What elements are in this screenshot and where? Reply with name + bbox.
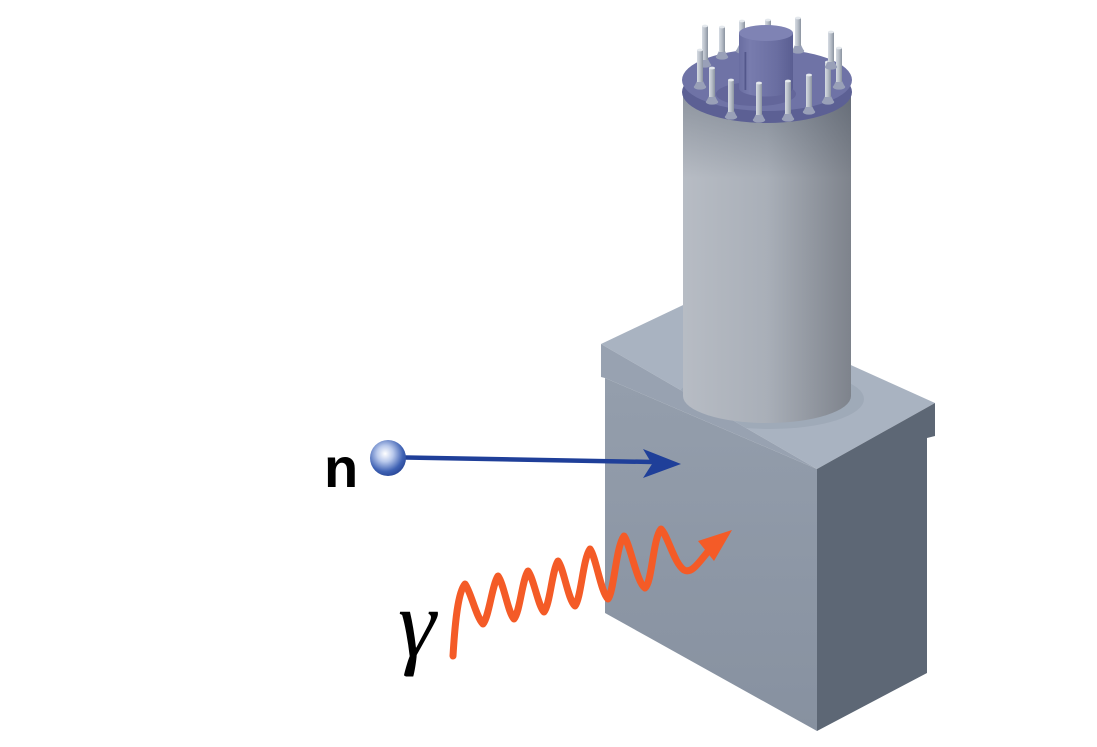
box-right-face [817, 403, 935, 731]
pmt-assembly [676, 16, 864, 429]
gamma-annotation: γ [398, 525, 732, 677]
pmt-pin [781, 79, 795, 122]
pmt-pin [821, 60, 835, 105]
pmt-pin [752, 81, 766, 123]
gamma-wave [449, 525, 717, 660]
neutron-arrow-line [403, 455, 656, 465]
pmt-pin [705, 66, 719, 105]
pmt-pin [724, 78, 738, 120]
pmt-pin [791, 16, 805, 54]
pmt-pin [693, 48, 707, 90]
pmt-pins-front [693, 24, 846, 123]
stub-seam [744, 52, 747, 90]
pmt-center-stub [739, 25, 793, 97]
pmt-pin [832, 46, 846, 90]
stub-top [739, 25, 793, 41]
pmt-pin [824, 30, 838, 70]
neutron-particle [370, 440, 406, 476]
pmt-pin [802, 73, 816, 115]
stub-body [739, 33, 793, 97]
neutron-arrow-head [643, 449, 681, 478]
gamma-arrow-head [698, 530, 732, 561]
neutron-label: n [324, 436, 358, 499]
pmt-pin [715, 25, 729, 60]
gamma-label: γ [398, 570, 438, 677]
neutron-annotation: n [324, 436, 681, 499]
